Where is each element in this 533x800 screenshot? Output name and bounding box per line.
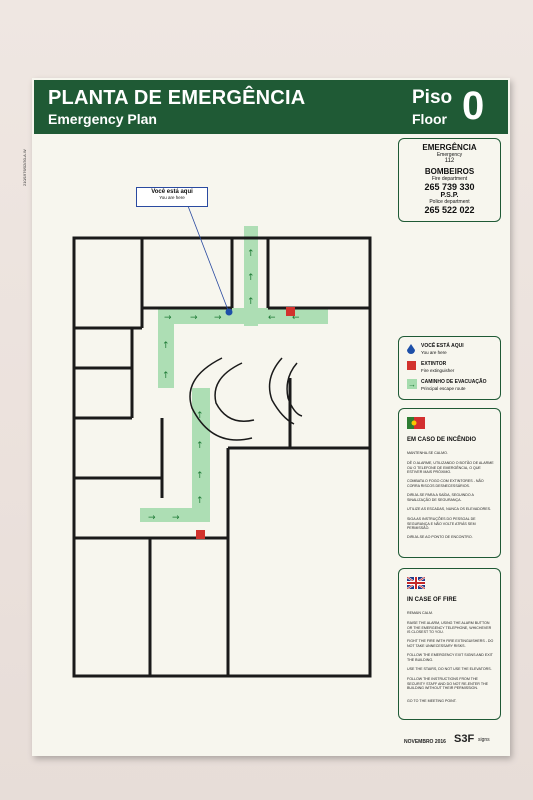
emergencia-number: 112 [444,158,455,164]
fire-en-line: FIGHT THE FIRE WITH FIRE EXTINGUISHERS -… [407,639,494,648]
svg-text:↑: ↑ [247,249,255,259]
extinguisher-icon [196,530,205,539]
fire-instructions-pt: EM CASO DE INCÊNDIO MANTENHA-SE CALMO. D… [398,408,501,558]
psp-number: 265 522 022 [424,205,475,215]
legend-ext-pt: EXTINTOR [421,361,447,367]
legend-ext-en: Fire extinguisher [421,367,455,373]
you-are-here-dot [225,308,233,316]
floor-number: 0 [462,84,485,128]
fire-instructions-en: IN CASE OF FIRE REMAIN CALM. RAISE THE A… [398,568,501,720]
legend-route-en: Principal escape route [421,385,466,391]
fire-pt-line: DÊ O ALARME, UTILIZANDO O BOTÃO DE ALARM… [407,461,494,475]
svg-text:←: ← [268,313,276,323]
fire-en-line: FOLLOW THE INSTRUCTIONS FROM THE SECURIT… [407,677,489,691]
spiral-staircase [189,357,303,441]
svg-text:↑: ↑ [196,411,204,421]
fire-en-line: REMAIN CALM. [407,611,433,615]
fire-pt-line: UTILIZE AS ESCADAS, NUNCA OS ELEVADORES. [407,507,492,511]
footer-date: NOVEMBRO 2016 [404,739,446,745]
svg-text:↑: ↑ [196,496,204,506]
svg-text:↑: ↑ [162,371,170,381]
floor-plan: ↑ ↑ ↑ → → → ← ← ↑ ↑ ↑ ↑ ↑ ↑ → → [72,205,372,678]
drop-icon [407,344,415,354]
legend-here-en: You are here [421,349,447,355]
fire-en-line: GO TO THE MEETING POINT. [407,699,457,703]
svg-text:→: → [164,313,172,323]
fire-pt-line: DIRIJA-SE AO PONTO DE ENCONTRO. [407,535,473,539]
fire-en-line: RAISE THE ALARM, USING THE ALARM BUTTON … [407,621,492,635]
svg-text:→: → [214,313,222,323]
svg-text:→: → [408,380,416,389]
psp-sub: Police department [429,199,470,205]
fire-pt-line: MANTENHA-SE CALMO. [407,451,448,455]
svg-text:→: → [190,313,198,323]
floor-label-en: Floor [412,111,447,127]
extinguisher-icon [286,307,295,316]
callout-en: You are here [159,195,185,200]
emergency-plan-sign: PLANTA DE EMERGÊNCIA Emergency Plan Piso… [22,78,510,756]
callout-pointer [187,205,229,311]
fire-pt-line: COMBATA O FOGO COM EXTINTORES - NÃO CORR… [407,479,484,488]
psp-title: P.S.P. [440,192,459,199]
fire-en-line: FOLLOW THE EMERGENCY EXIT SIGNS AND EXIT… [407,653,493,662]
extinguisher-icon [407,361,416,370]
svg-text:←: ← [292,313,300,323]
svg-text:↑: ↑ [196,471,204,481]
svg-text:↑: ↑ [162,341,170,351]
legend-route-pt: CAMINHO DE EVACUAÇÃO [421,379,487,385]
svg-text:↑: ↑ [247,297,255,307]
callout-pt: Você está aqui [151,189,193,195]
svg-text:→: → [172,513,180,523]
legend: VOCÊ ESTÁ AQUI You are here EXTINTOR Fir… [398,336,501,400]
title-en: Emergency Plan [48,111,157,127]
emergency-contacts: EMERGÊNCIA Emergency 112 BOMBEIROS Fire … [398,138,501,222]
sign-header: PLANTA DE EMERGÊNCIA Emergency Plan Piso… [34,80,508,134]
title-pt: PLANTA DE EMERGÊNCIA [48,87,306,109]
you-are-here-callout: Você está aqui You are here [136,187,208,207]
bombeiros-title: BOMBEIROS [424,167,475,176]
escape-route [140,226,328,522]
bombeiros-sub: Fire department [431,176,468,182]
portugal-flag-icon [407,417,425,429]
brand-logo: S3F [454,733,475,745]
legend-here-pt: VOCÊ ESTÁ AQUI [421,343,464,349]
emergencia-title: EMERGÊNCIA [422,143,477,152]
fire-en-line: USE THE STAIRS, DO NOT USE THE ELEVATORS… [407,667,492,671]
fire-pt-line: DIRIJA-SE PARA A SAÍDA, SEGUINDO A SINAL… [407,493,474,502]
fire-pt-line: SIGA AS INSTRUÇÕES DO PESSOAL DE SEGURAN… [407,517,476,531]
floor-label-pt: Piso [412,87,453,108]
walls [72,236,372,678]
svg-text:↑: ↑ [247,273,255,283]
emergencia-sub: Emergency [436,152,463,158]
fire-en-title: IN CASE OF FIRE [407,597,457,603]
svg-text:→: → [148,513,156,523]
route-arrow-icon: → [407,379,417,389]
uk-flag-icon [407,577,425,589]
svg-text:↑: ↑ [196,441,204,451]
bombeiros-number: 265 739 330 [424,182,475,192]
fire-pt-title: EM CASO DE INCÊNDIO [407,437,477,443]
brand-sub: signs [478,737,490,743]
side-code: 210/1976/02/30-A.W [22,149,27,186]
escape-arrows: ↑ ↑ ↑ → → → ← ← ↑ ↑ ↑ ↑ ↑ ↑ → → [148,249,300,523]
